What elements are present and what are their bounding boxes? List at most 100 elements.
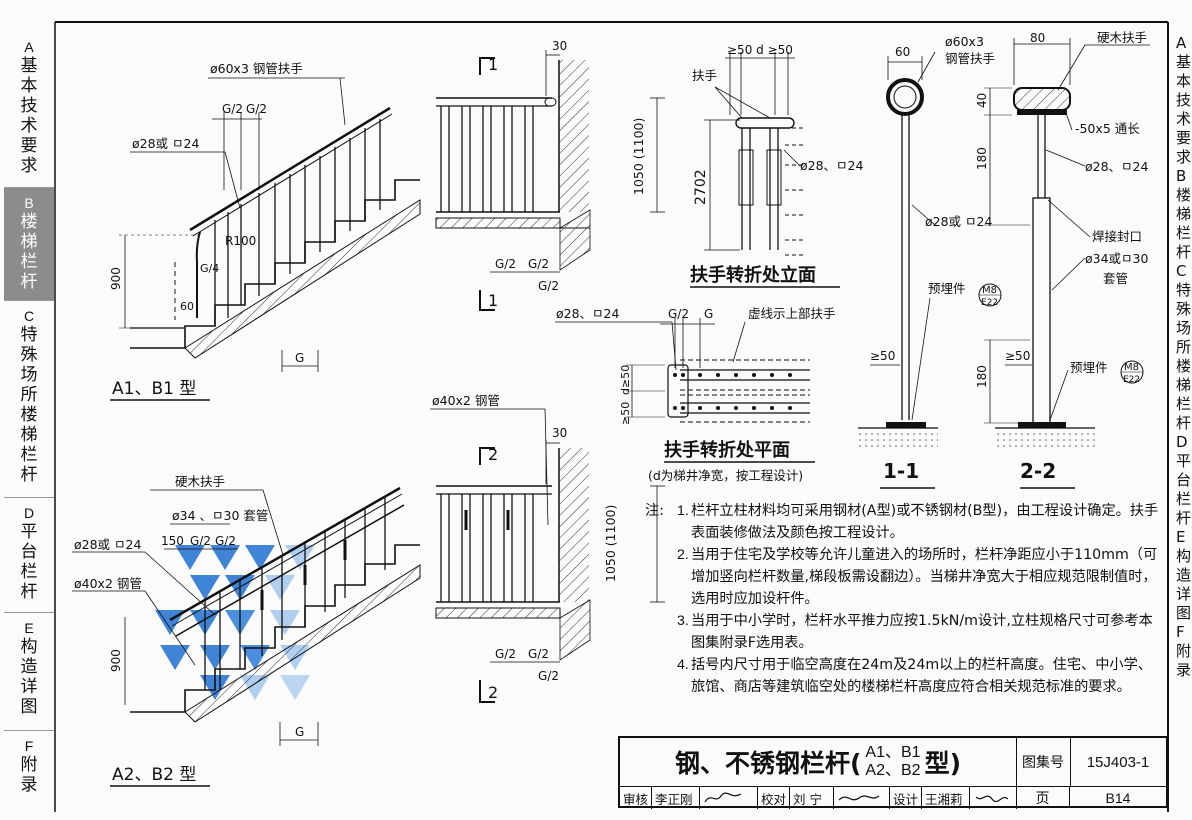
title-model-top: A1、B1 <box>865 744 921 761</box>
sec11-embed-label: 预埋件 <box>928 281 966 296</box>
section-1-1-drawing: ø60x3 钢管扶手 60 ø28或 ㅁ24 预埋件 M8 E22 ≥50 1-… <box>858 34 1002 489</box>
chapter-tab-a[interactable]: A 基本技术要求 <box>4 32 54 188</box>
section-1-gap-label: G/2 <box>528 257 549 271</box>
a2-gap-label: G/2 <box>215 534 236 548</box>
elevation-rail-label: 扶手 <box>692 68 717 83</box>
chapter-name: 楼梯栏杆 <box>20 212 38 292</box>
note-item: 4. 括号内尺寸用于临空高度在24m及24m以上的栏杆高度。住宅、中小学、旅馆、… <box>645 654 1161 698</box>
right-edge-char: 栏 <box>1176 490 1192 508</box>
role-name: 王湘莉 <box>922 787 971 809</box>
notes-block: 注: 1. 栏杆立柱材料均可采用钢材(A型)或不锈钢材(B型)，由工程设计确定。… <box>645 500 1161 698</box>
sec11-60-label: 60 <box>895 45 910 59</box>
chapter-name: 构造详图 <box>20 637 38 717</box>
right-edge-char: 梯 <box>1176 376 1192 394</box>
plan-title: 扶手转折处平面 <box>664 439 790 461</box>
chapter-tab-d[interactable]: D 平台栏杆 <box>4 498 54 613</box>
right-edge-char: 附 <box>1176 642 1192 660</box>
plan-g2-label: G/2 <box>668 307 689 321</box>
right-edge-char: 特 <box>1176 281 1192 299</box>
section-1-30-label: 30 <box>552 39 567 53</box>
chapter-name: 特殊场所楼梯栏杆 <box>20 325 38 485</box>
section-2-gap-label: G/2 <box>538 669 559 683</box>
section-2-gap-label: G/2 <box>495 647 516 661</box>
section-2-height-label: 1050 (1100) <box>603 505 618 582</box>
a1-g-label: G <box>295 351 304 365</box>
chapter-tab-b[interactable]: B 楼梯栏杆 <box>4 188 54 301</box>
elevation-title: 扶手转折处立面 <box>690 264 816 286</box>
section-1-mark: 1 <box>488 291 498 310</box>
chapter-letter: D <box>23 505 35 521</box>
sec11-bolt-label-2: E22 <box>981 298 998 308</box>
right-edge-char: 平 <box>1176 452 1192 470</box>
note-item: 注: 1. 栏杆立柱材料均可采用钢材(A型)或不锈钢材(B型)，由工程设计确定。… <box>645 500 1161 544</box>
section-1-height-label: 1050 (1100) <box>631 118 646 195</box>
sec11-pipe-label-2: 钢管扶手 <box>945 51 995 66</box>
chapter-tab-f[interactable]: F 附录 <box>4 731 54 816</box>
chapter-tab-c[interactable]: C 特殊场所楼梯栏杆 <box>4 301 54 498</box>
sec22-weld-label: 焊接封口 <box>1092 229 1142 244</box>
section-2-drawing: 2 2 ø40x2 钢管 30 1050 (1100) G/2 G/2 G/2 <box>430 393 665 703</box>
chapter-letter: B <box>24 195 34 211</box>
section-1-drawing: 1 1 30 1050 (1100) G/2 G/2 G/2 <box>435 39 665 311</box>
sec22-bolt-label-2: E22 <box>1123 375 1140 385</box>
a1-baluster-label: ø28或 ㅁ24 <box>132 136 199 151</box>
sec22-80-label: 80 <box>1030 31 1045 45</box>
right-edge-char: 梯 <box>1176 205 1192 223</box>
title-text: 钢、不锈钢栏杆( <box>674 749 862 778</box>
title-models: A1、B1 A2、B2 <box>865 744 920 780</box>
a1-g4-label: G/4 <box>200 262 219 275</box>
sec11-bolt-label: M8 <box>982 285 997 296</box>
turn-elevation-drawing: ≥50 d ≥50 扶手 2702 ø28、ㅁ24 扶手转折处立面 <box>690 43 864 288</box>
note-number: 4. <box>677 657 689 673</box>
sec22-bolt-label: M8 <box>1124 362 1139 373</box>
page-label: 页 <box>1016 786 1070 808</box>
chapter-tab-e[interactable]: E 构造详图 <box>4 613 54 731</box>
sec22-embed-label: 预埋件 <box>1070 360 1108 375</box>
elevation-height-label: 2702 <box>693 169 709 205</box>
signature-mark <box>970 789 1010 808</box>
right-edge-char: 殊 <box>1176 300 1192 318</box>
note-number: 3. <box>677 613 689 629</box>
right-edge-char: 造 <box>1176 566 1192 584</box>
sec11-pipe-label: ø60x3 <box>945 34 984 49</box>
right-edge-char: D <box>1176 433 1188 451</box>
section-2-mark: 2 <box>488 445 498 464</box>
turn-plan-drawing: ø28、ㅁ24 G/2 G 虚线示上部扶手 d≥50 ≥50 扶手转折处平面 (… <box>555 306 836 483</box>
sec11-baluster-label: ø28或 ㅁ24 <box>925 214 992 229</box>
title-model-bottom: A2、B2 <box>865 762 921 779</box>
elevation-baluster-label: ø28、ㅁ24 <box>800 158 864 173</box>
notes-prefix: 注: <box>645 503 664 519</box>
page-number: B14 <box>1070 786 1166 808</box>
note-number: 2. <box>677 547 689 563</box>
right-edge-char: 台 <box>1176 471 1192 489</box>
chapter-letter: F <box>24 738 34 754</box>
sec22-flat-label: -50x5 通长 <box>1075 121 1140 136</box>
section-2-2-drawing: 80 硬木扶手 40 -50x5 通长 180 ø28、ㅁ24 焊接封口 ø34… <box>975 30 1150 489</box>
note-number: 1. <box>677 503 689 519</box>
right-edge-char: F <box>1176 623 1185 641</box>
plan-dashed-note: 虚线示上部扶手 <box>748 306 836 321</box>
signature-mark <box>834 787 891 809</box>
role-label: 设计 <box>890 787 923 809</box>
plan-dim-b: ≥50 <box>619 402 632 425</box>
sec22-180b-label: 180 <box>975 365 989 388</box>
right-edge-char: 录 <box>1176 661 1192 679</box>
signature-icon <box>838 795 880 801</box>
section-2-mark: 2 <box>488 683 498 702</box>
right-edge-char: C <box>1176 262 1187 280</box>
elevation-top-dims: ≥50 d ≥50 <box>727 43 793 57</box>
a2-stair-drawing: 硬木扶手 ø34 、ㅁ30 套管 150 G/2 G/2 ø28或 ㅁ24 ø4… <box>72 474 421 787</box>
a2-wood-rail-label: 硬木扶手 <box>175 474 225 489</box>
right-edge-char: A <box>1176 34 1187 52</box>
right-edge-char: 构 <box>1176 547 1192 565</box>
note-item: 3. 当用于中小学时，栏杆水平推力应按1.5kN/m设计,立柱规格尺寸可参考本图… <box>645 610 1161 654</box>
sec11-50-label: ≥50 <box>870 349 895 363</box>
sec22-title: 2-2 <box>1020 459 1056 483</box>
note-text: 栏杆立柱材料均可采用钢材(A型)或不锈钢材(B型)，由工程设计确定。扶手表面装修… <box>691 503 1159 541</box>
sec22-180a-label: 180 <box>975 147 989 170</box>
plan-baluster-label: ø28、ㅁ24 <box>556 306 620 321</box>
section-2-pipe-label: ø40x2 钢管 <box>432 393 500 408</box>
plan-g-label: G <box>704 307 713 321</box>
